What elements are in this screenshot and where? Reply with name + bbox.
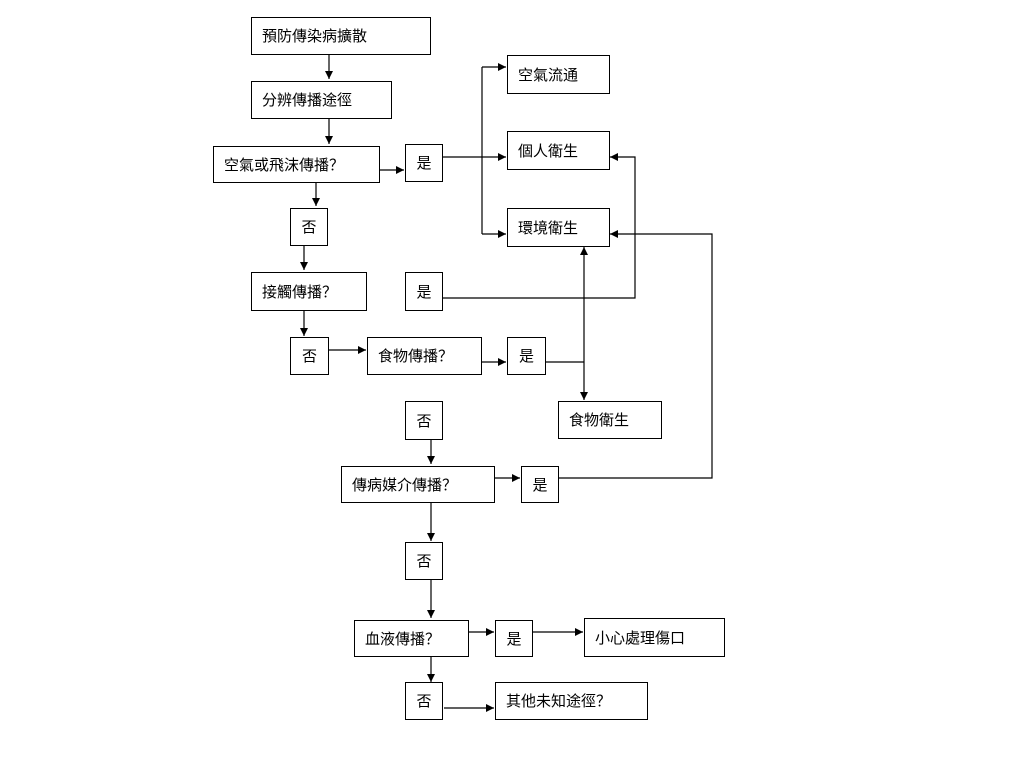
node-airborne-no: 否 xyxy=(290,208,328,246)
node-food-no: 否 xyxy=(405,401,443,440)
arrow-contact-yes-to-personal-hygiene xyxy=(443,153,636,299)
node-blood-question: 血液傳播？ xyxy=(354,620,469,657)
node-airborne-question: 空氣或飛沫傳播？ xyxy=(213,146,380,183)
node-food-hygiene: 食物衛生 xyxy=(558,401,662,439)
node-airborne-yes: 是 xyxy=(405,144,443,182)
node-environmental-hygiene: 環境衛生 xyxy=(507,208,610,247)
node-wound-care: 小心處理傷口 xyxy=(584,618,725,657)
node-prevent-spread: 預防傳染病擴散 xyxy=(251,17,431,55)
node-vector-no: 否 xyxy=(405,542,443,580)
arrow-vector-yes-to-env-hygiene xyxy=(559,230,713,479)
node-vector-yes: 是 xyxy=(521,466,559,503)
node-ventilation: 空氣流通 xyxy=(507,55,610,94)
node-contact-question: 接觸傳播？ xyxy=(251,272,367,311)
node-identify-route: 分辨傳播途徑 xyxy=(251,81,392,119)
node-food-yes: 是 xyxy=(507,337,546,375)
node-personal-hygiene: 個人衛生 xyxy=(507,131,610,170)
node-vector-question: 傳病媒介傳播？ xyxy=(341,466,495,503)
node-unknown-route: 其他未知途徑？ xyxy=(495,682,648,720)
node-contact-no: 否 xyxy=(290,337,329,375)
node-contact-yes: 是 xyxy=(405,272,443,311)
node-food-question: 食物傳播？ xyxy=(367,337,482,375)
node-blood-no: 否 xyxy=(405,682,443,720)
node-blood-yes: 是 xyxy=(495,620,533,657)
